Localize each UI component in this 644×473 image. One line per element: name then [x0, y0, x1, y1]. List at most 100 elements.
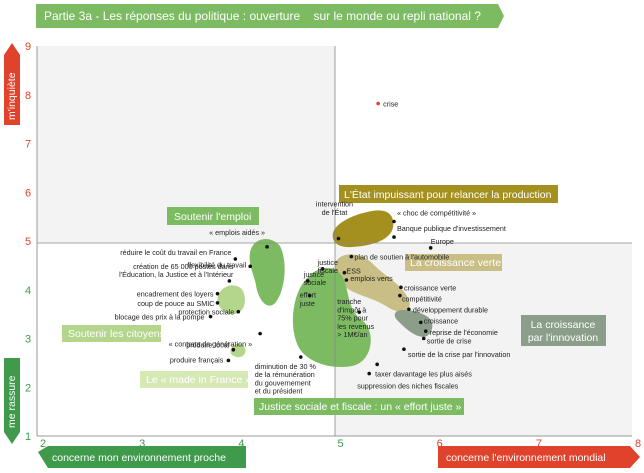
data-point	[248, 264, 253, 269]
blob-innovation	[394, 309, 433, 337]
zone-croissance-verte: La croissance verte	[405, 254, 502, 271]
data-point	[233, 257, 238, 261]
point-label: plan de soutien à l'automobile	[354, 253, 449, 262]
data-point	[367, 371, 372, 376]
svg-text:concerne mon environnement pro: concerne mon environnement proche	[52, 452, 226, 464]
data-point	[336, 236, 341, 241]
point-label: blocage des prix à la pompe	[115, 313, 205, 322]
point-label: taxer davantage les plus aisés	[375, 369, 472, 378]
data-point	[392, 219, 396, 224]
data-point	[208, 314, 213, 319]
data-point	[398, 293, 402, 298]
point-label: croissance	[424, 316, 458, 325]
point-label: sortie de la crise par l'innovation	[408, 350, 510, 359]
svg-text:Soutenir les citoyens: Soutenir les citoyens	[68, 328, 165, 340]
data-point	[423, 329, 428, 333]
svg-text:me rassure: me rassure	[6, 375, 18, 428]
zone-soutenir-citoyens: Soutenir les citoyens	[62, 325, 165, 342]
y-tick-label: 4	[25, 285, 31, 297]
data-point	[307, 293, 312, 298]
point-label: reprise de l'économie	[430, 328, 498, 337]
data-point	[265, 245, 269, 249]
svg-text:Justice sociale et fiscale : u: Justice sociale et fiscale : un « effort…	[259, 401, 461, 413]
blob-etat-impuissant	[332, 210, 394, 248]
data-point	[344, 278, 349, 282]
point-label: Banque publique d'investissement	[397, 224, 506, 233]
point-label: flexibilité du travail	[187, 260, 246, 269]
point-label: emplois verts	[350, 274, 393, 283]
y-tick-label: 7	[25, 139, 31, 151]
x-tick-label: 2	[40, 438, 46, 450]
y-tick-label: 6	[25, 187, 31, 199]
data-point	[215, 291, 220, 296]
zone-soutenir-emploi: Soutenir l'emploi	[167, 207, 259, 225]
point-label: « choc de compétitivité »	[397, 209, 476, 218]
y-tick-labels: 1 2 3 4 5 6 7 8 9	[25, 41, 31, 443]
x-tick-label: 4	[238, 438, 244, 450]
blob-croissance-verte	[334, 254, 410, 312]
data-point	[236, 309, 241, 314]
blob-justice	[292, 267, 371, 368]
y-bottom-caption: me rassure	[4, 358, 20, 444]
point-label: « emplois aidés »	[209, 228, 265, 237]
y-tick-label: 5	[25, 236, 31, 248]
data-point	[227, 279, 232, 283]
point-label: développement durable	[413, 305, 488, 314]
x-right-caption: concerne l'environnement mondial	[438, 446, 640, 468]
data-point	[305, 279, 310, 283]
point-label: produire français	[170, 355, 224, 364]
point-label: encadrement des loyers	[137, 290, 214, 299]
data-point	[375, 362, 379, 367]
y-tick-label: 8	[25, 90, 31, 102]
x-left-caption: concerne mon environnement proche	[38, 446, 246, 468]
svg-text:Le « made in France »: Le « made in France »	[146, 374, 251, 386]
x-tick-label: 3	[139, 438, 145, 450]
data-points	[208, 101, 433, 376]
chart-title: Partie 3a - Les réponses du politique : …	[44, 9, 481, 23]
svg-text:L'État impuissant pour relance: L'État impuissant pour relancer la produ…	[344, 188, 552, 201]
point-label: suppression des niches fiscales	[357, 382, 458, 391]
point-label: sortie de crise	[427, 337, 472, 346]
point-label: crise	[383, 100, 398, 109]
zone-labels: L'État impuissant pour relancer la produ…	[62, 185, 606, 415]
data-point	[402, 347, 406, 352]
data-point	[320, 266, 325, 271]
blob-soutenir-citoyens	[217, 285, 245, 315]
data-point	[399, 285, 403, 290]
y-tick-label: 3	[25, 334, 31, 346]
svg-text:concerne l'environnement mondi: concerne l'environnement mondial	[446, 452, 606, 464]
y-top-caption: m'inquiète	[4, 43, 20, 125]
data-point	[342, 270, 347, 275]
data-point	[231, 347, 236, 352]
zone-justice: Justice sociale et fiscale : un « effort…	[254, 398, 464, 415]
y-tick-label: 2	[25, 382, 31, 394]
data-point	[407, 307, 411, 312]
y-tick-label: 1	[25, 431, 31, 443]
data-point	[349, 254, 354, 259]
svg-text:m'inquiète: m'inquiète	[6, 72, 18, 120]
x-tick-label: 7	[536, 438, 542, 450]
point-label: croissance verte	[404, 283, 456, 292]
x-tick-label: 5	[338, 438, 344, 450]
x-tick-label: 8	[635, 438, 641, 450]
data-point	[418, 320, 423, 325]
data-point	[258, 331, 262, 336]
point-label: coup de pouce au SMIC	[137, 299, 214, 308]
point-label: produire local	[186, 341, 230, 350]
y-tick-label: 9	[25, 41, 31, 53]
svg-text:La croissance verte: La croissance verte	[410, 257, 501, 269]
data-point	[376, 101, 380, 106]
data-point	[226, 358, 231, 363]
group-blobs	[217, 210, 433, 368]
data-point	[357, 310, 362, 314]
